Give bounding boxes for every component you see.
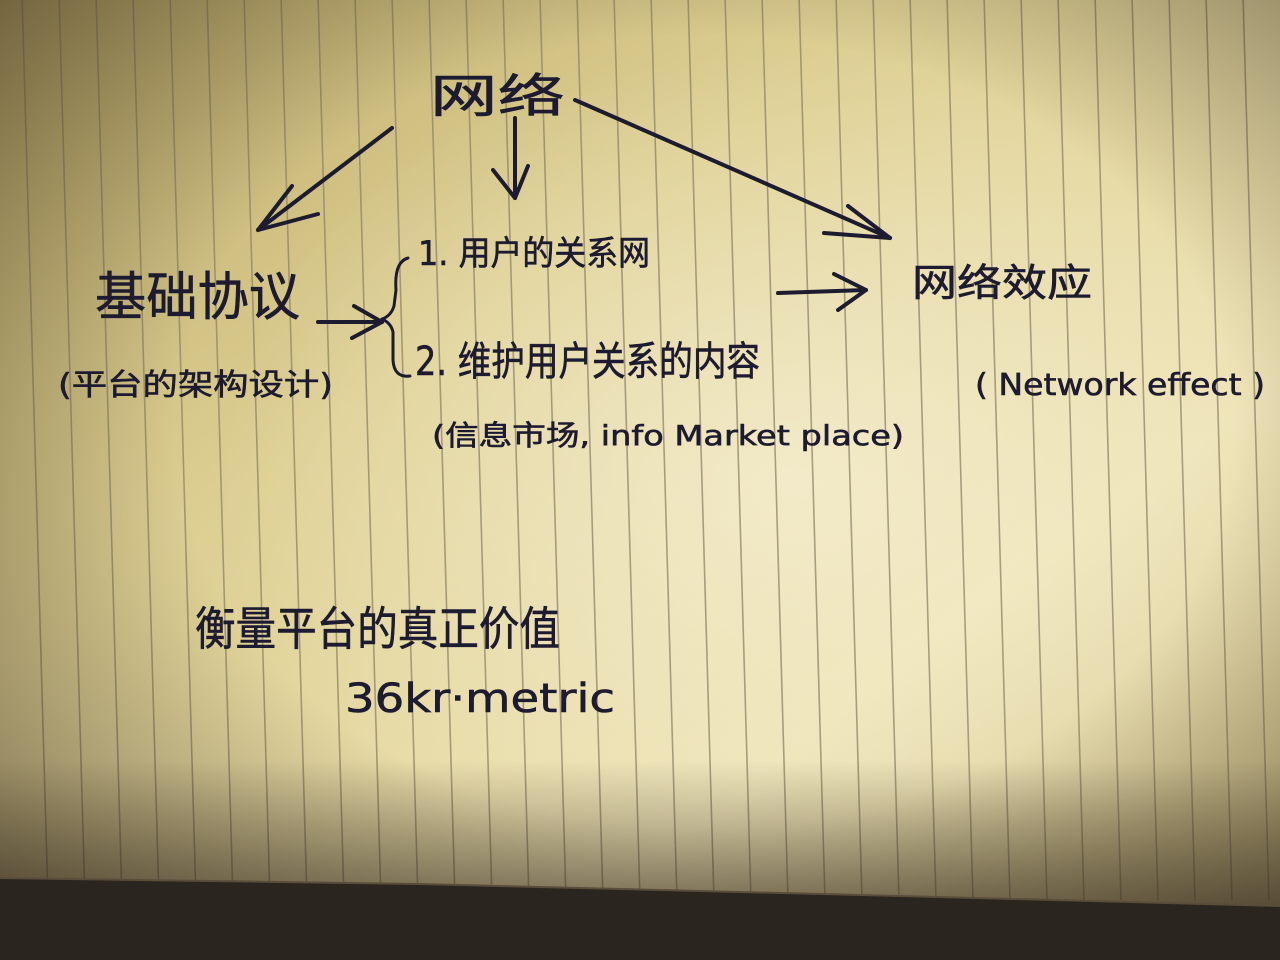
paper-edge: [0, 877, 1280, 907]
footer-line-2: 36kr·metric: [345, 676, 615, 722]
title-network: 网络: [430, 69, 565, 123]
arrow-list-to-effect: [776, 272, 868, 312]
protocol-note: (平台的架构设计): [58, 368, 333, 403]
footer-line-1: 衡量平台的真正价值: [195, 602, 560, 656]
arrow-to-effect: [573, 98, 892, 240]
list-item-2: 2. 维护用户关系的内容: [415, 339, 760, 385]
list-bracket: [380, 256, 412, 378]
list-item-1: 1. 用户的关系网: [418, 234, 650, 274]
arrow-to-list: [491, 116, 530, 200]
arrow-protocol-to-list: [316, 304, 384, 340]
arrow-to-protocol: [256, 126, 394, 232]
protocol-label: 基础协议: [95, 268, 300, 328]
effect-note: ( Network effect ): [975, 368, 1265, 403]
list-note: (信息市场, info Market place): [432, 419, 904, 452]
effect-label: 网络效应: [912, 261, 1092, 305]
